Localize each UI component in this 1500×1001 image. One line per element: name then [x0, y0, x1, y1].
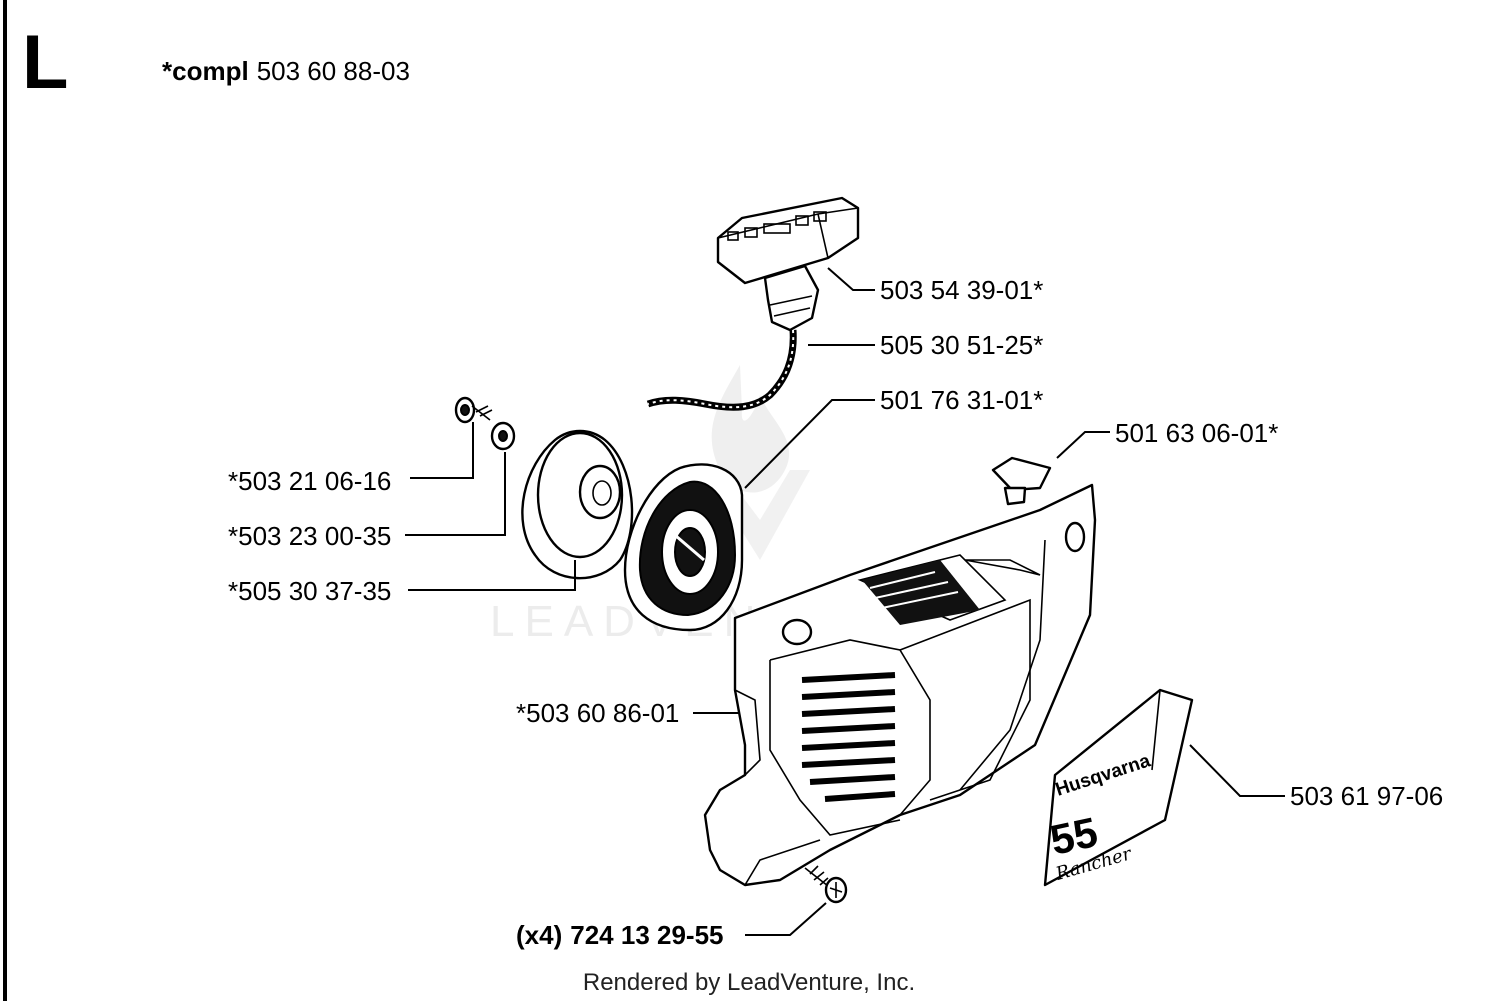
- label-cover: *503 60 86-01: [516, 698, 679, 728]
- label-decal: 503 61 97-06: [1290, 781, 1443, 811]
- vent-grille: [801, 560, 980, 802]
- assembly-number: 503 60 88-03: [257, 56, 410, 86]
- footer-credit: Rendered by LeadVenture, Inc.: [583, 969, 915, 996]
- mounting-screw: [804, 865, 848, 904]
- mount-screw-number: 724 13 29-55: [570, 920, 723, 950]
- starter-handle: [716, 196, 860, 332]
- label-handle: 503 54 39-01*: [880, 275, 1043, 305]
- starter-rope: [646, 329, 797, 411]
- rubber-plug: [991, 456, 1052, 506]
- assembly-prefix: *compl: [162, 56, 249, 86]
- section-letter: L: [22, 20, 68, 105]
- assembly-title: *compl 503 60 88-03: [162, 56, 410, 86]
- small-screw: [454, 396, 493, 424]
- recoil-spring: [521, 429, 634, 580]
- label-mount-screw: (x4) 724 13 29-55: [516, 920, 724, 950]
- mount-screw-qty: (x4): [516, 920, 562, 950]
- label-screw: *503 21 06-16: [228, 466, 391, 496]
- label-spring: *505 30 37-35: [228, 576, 391, 606]
- decal-sticker: Husqvarna 55 Rancher: [1043, 688, 1194, 887]
- label-washer: *503 23 00-35: [228, 521, 391, 551]
- label-pulley: 501 76 31-01*: [880, 385, 1043, 415]
- washer: [490, 421, 516, 451]
- label-rope: 505 30 51-25*: [880, 330, 1043, 360]
- label-plug: 501 63 06-01*: [1115, 418, 1278, 448]
- rope-pulley: [623, 463, 744, 632]
- leader-lines: [405, 267, 1285, 936]
- decal-model: 55: [1046, 808, 1101, 864]
- starter-cover: [703, 483, 1097, 887]
